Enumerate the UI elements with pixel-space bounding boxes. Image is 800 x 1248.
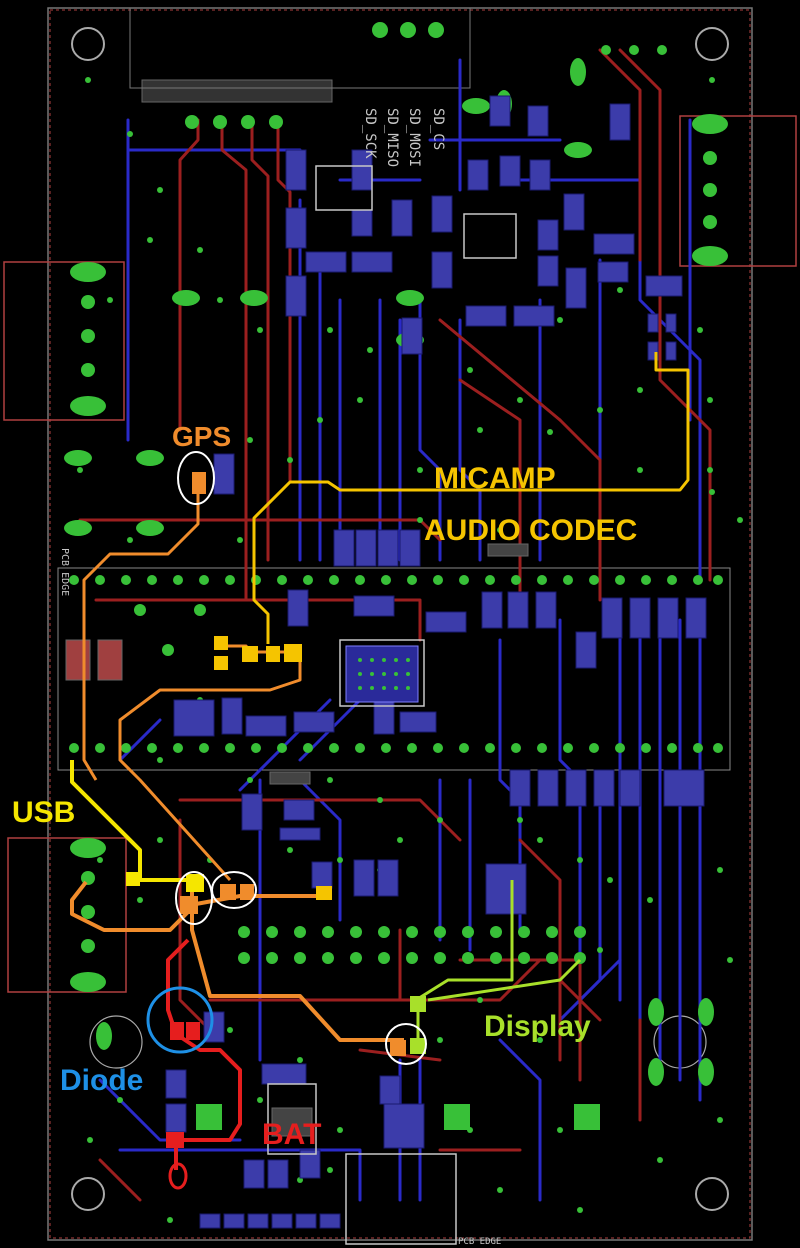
connector-left-usb [7, 837, 127, 993]
label-micamp: MICAMP [434, 462, 556, 495]
label-usb: USB [12, 796, 75, 829]
silk-pcb-edge-left: PCB EDGE [59, 548, 70, 596]
label-audio-codec: AUDIO CODEC [424, 514, 637, 547]
sd-card-outline [129, 7, 471, 89]
ic-outlines [267, 165, 517, 1155]
highlight-pads [126, 472, 426, 1190]
board-edge-dashed [49, 9, 751, 1239]
connector-left-top [3, 261, 125, 421]
label-bat: BAT [262, 1118, 321, 1151]
module-outline [57, 567, 731, 771]
header-row-bottom [69, 743, 723, 753]
smd-components [165, 95, 707, 1229]
sd-slot [141, 79, 333, 103]
header-row-top [69, 575, 723, 585]
silk-sd-miso: SD_MISO [384, 108, 400, 167]
label-display: Display [484, 1010, 591, 1043]
usb-net [70, 760, 196, 882]
micamp-net [252, 352, 690, 644]
connector-right-top [679, 115, 797, 267]
label-gps: GPS [172, 421, 231, 452]
display-header-row [238, 926, 586, 964]
usb-c-connector [345, 1153, 457, 1245]
silk-sd-mosi: SD_MOSI [406, 108, 422, 167]
highlight-circles [175, 451, 427, 1065]
vias [77, 77, 743, 1223]
hatched-parts [65, 543, 529, 1137]
silk-pcb-edge-bottom: PCB EDGE [458, 1237, 501, 1247]
label-diode: Diode [60, 1064, 143, 1097]
silk-sd-cs: SD_CS [430, 108, 446, 150]
silk-sd-sck: SD_SCK [362, 108, 378, 159]
th-pads [64, 22, 728, 1130]
codec-chip [345, 645, 419, 703]
diode-circle [146, 986, 214, 1054]
